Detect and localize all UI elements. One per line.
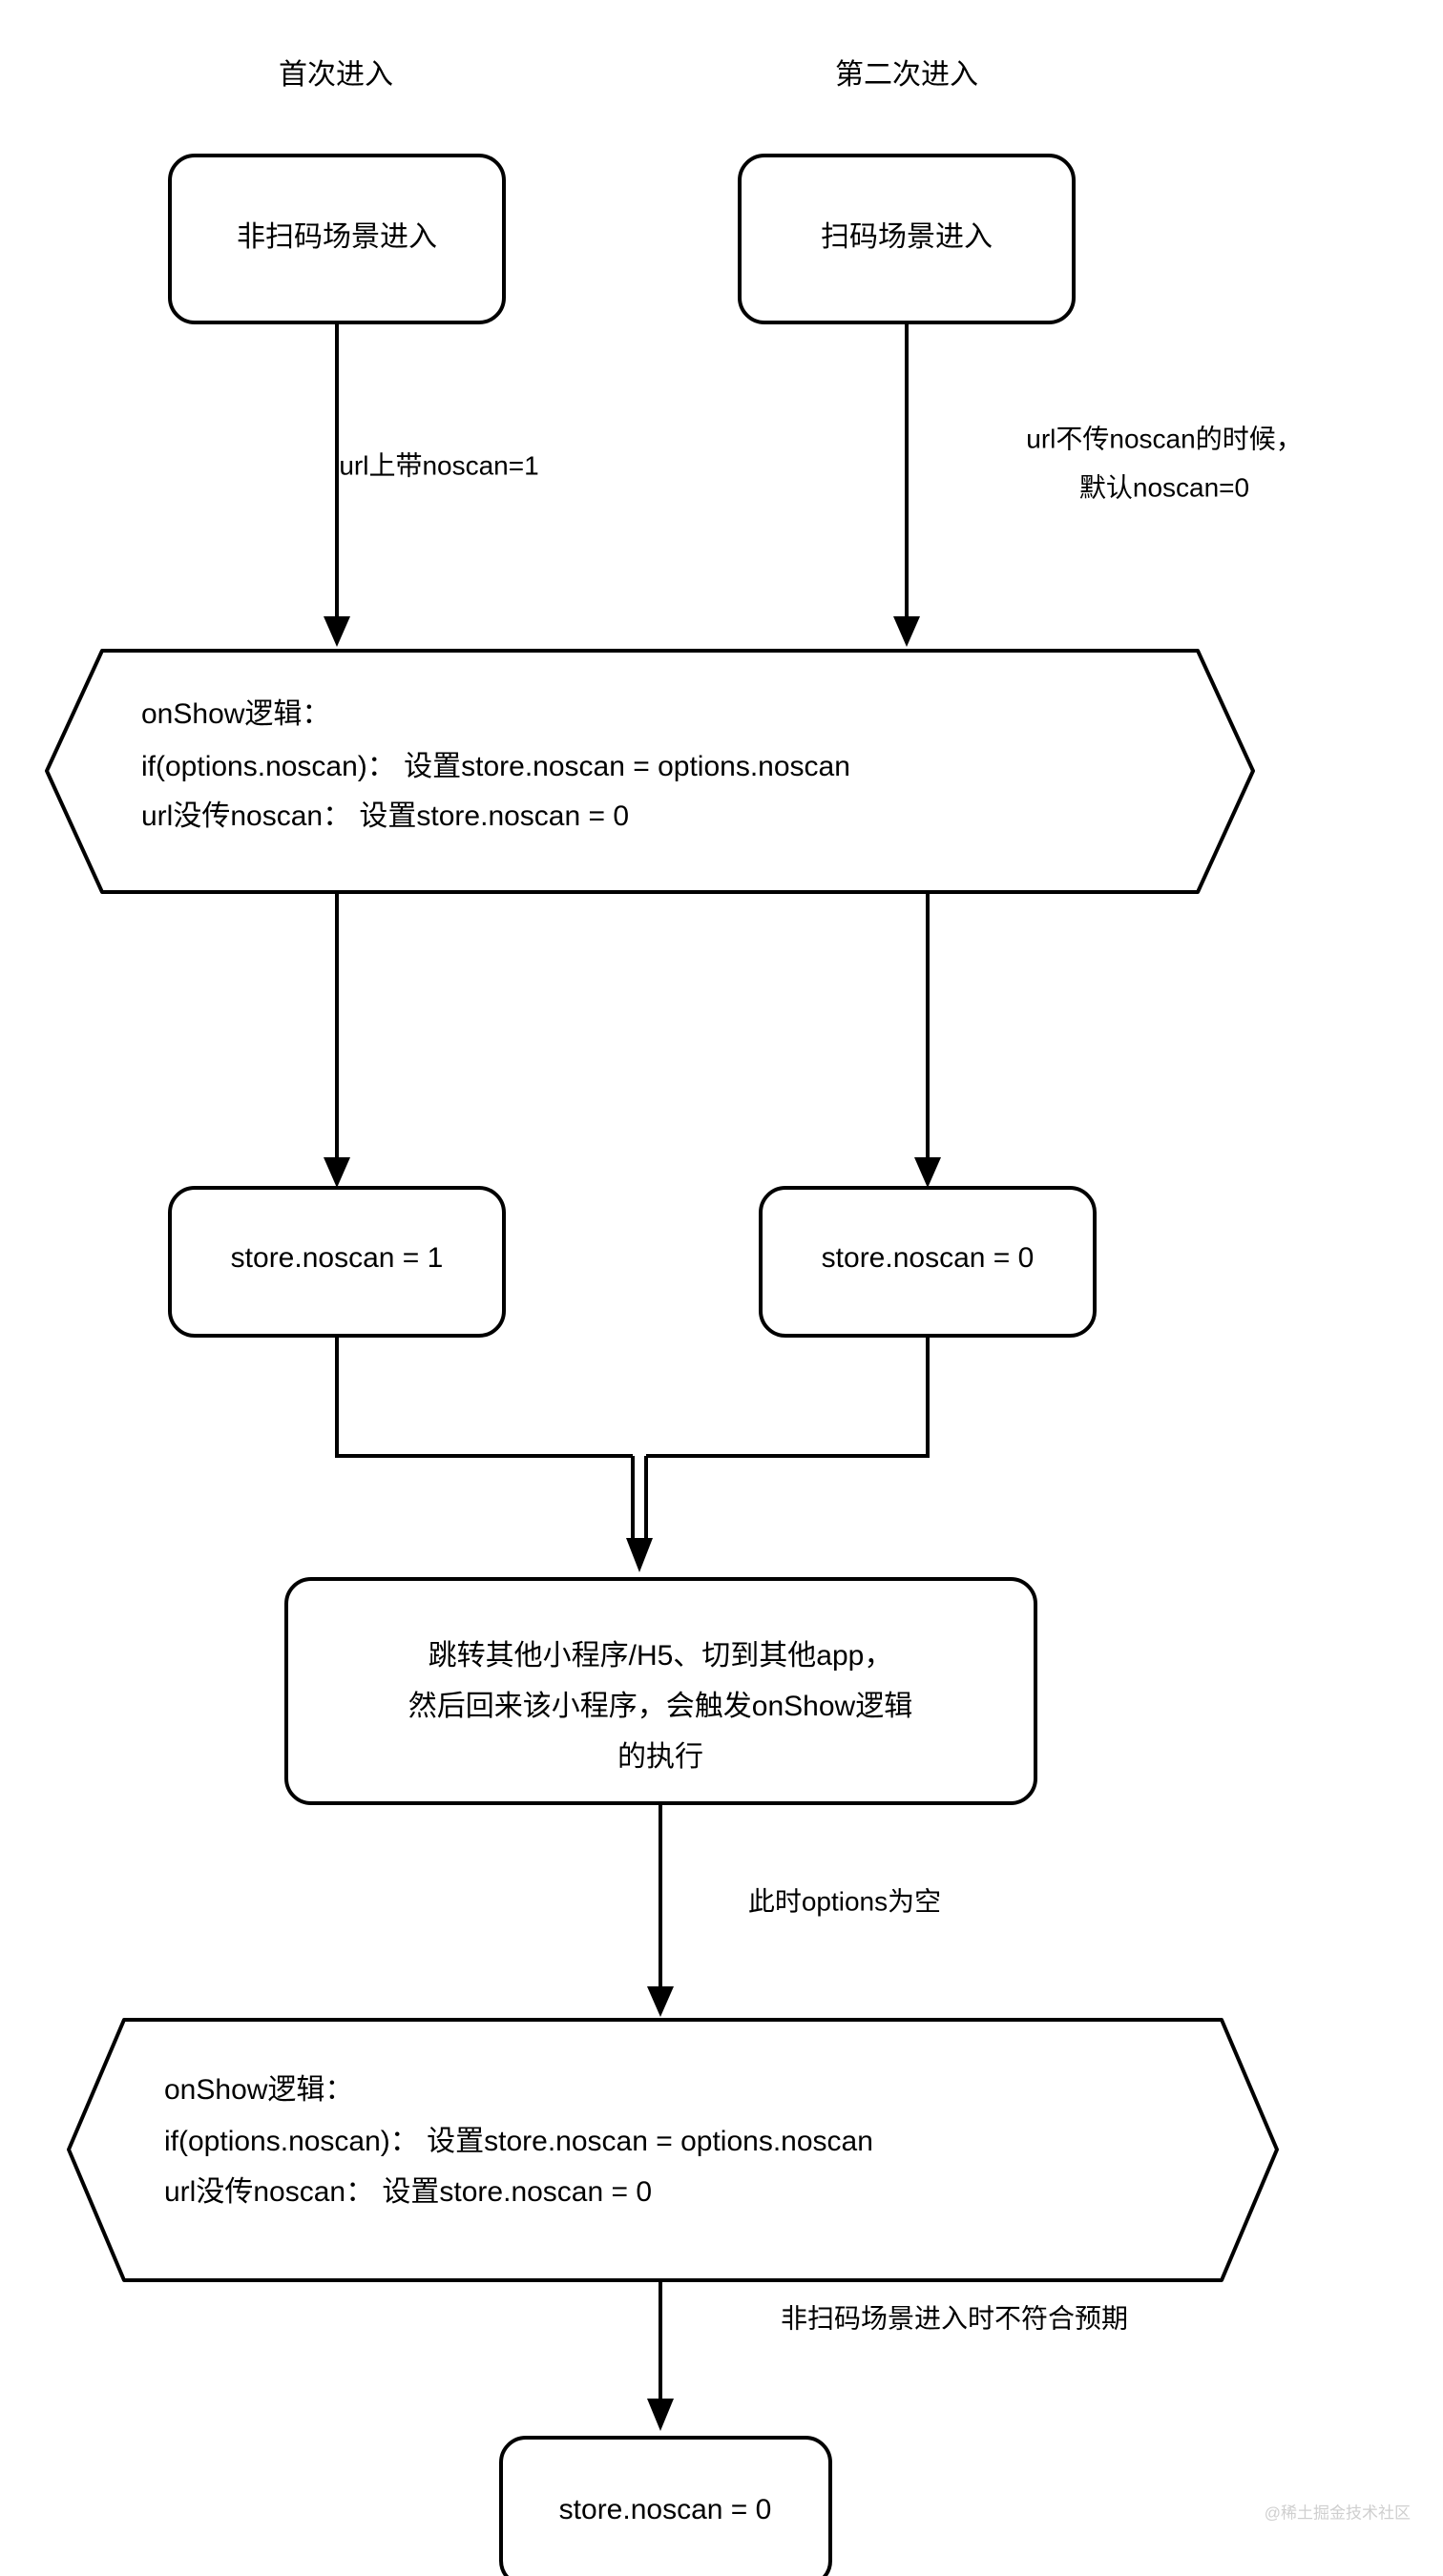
node-onshow-logic-1-line-3: url没传noscan： 设置store.noscan = 0 xyxy=(141,800,629,832)
edge-label-options-empty: 此时options为空 xyxy=(748,1886,941,1916)
node-store-noscan-1-label: store.noscan = 1 xyxy=(231,1242,444,1274)
node-onshow-logic-2-line-3: url没传noscan： 设置store.noscan = 0 xyxy=(164,2176,652,2208)
edge-store0-to-merge xyxy=(646,1336,930,1458)
edge-merge-to-jump-arrowhead xyxy=(626,1538,653,1572)
node-onshow-logic-1-line-1: onShow逻辑： xyxy=(141,698,330,730)
node-onshow-logic-2[interactable] xyxy=(67,2018,1279,2282)
edge-label-url-without-noscan-line2: 默认noscan=0 xyxy=(1079,472,1249,502)
edge-label-url-without-noscan-line1: url不传noscan的时候， xyxy=(1026,424,1302,453)
node-store-noscan-0-mid-label: store.noscan = 0 xyxy=(822,1242,1035,1274)
edge-label-not-expected: 非扫码场景进入时不符合预期 xyxy=(781,2303,1128,2333)
watermark-label: @稀土掘金技术社区 xyxy=(1265,2503,1411,2522)
edge-onshow2-to-store-final-arrowhead xyxy=(647,2399,674,2431)
edge-jump-to-onshow2-arrowhead xyxy=(647,1986,674,2017)
node-scan-entry-label: 扫码场景进入 xyxy=(821,221,993,253)
node-store-noscan-0-final[interactable] xyxy=(499,2436,832,2576)
node-jump-back-line-2: 然后回来该小程序，会触发onShow逻辑 xyxy=(408,1691,912,1722)
node-store-noscan-0-final-label: store.noscan = 0 xyxy=(559,2494,772,2525)
column-title-second-entry: 第二次进入 xyxy=(835,59,978,91)
edge-onshow1-to-store1-arrowhead xyxy=(324,1157,350,1188)
node-onshow-logic-1[interactable] xyxy=(45,649,1255,894)
node-non-scan-entry-label: 非扫码场景进入 xyxy=(237,221,437,253)
node-jump-back-line-3: 的执行 xyxy=(617,1741,703,1773)
edge-store1-to-merge xyxy=(335,1336,633,1458)
node-onshow-logic-2-line-2: if(options.noscan)： 设置store.noscan = opt… xyxy=(164,2126,873,2157)
node-onshow-logic-2-line-1: onShow逻辑： xyxy=(164,2074,353,2106)
edge-non-scan-to-onshow1-arrowhead xyxy=(324,616,350,647)
node-jump-back-line-1: 跳转其他小程序/H5、切到其他app， xyxy=(429,1640,893,1672)
column-title-first-entry: 首次进入 xyxy=(279,59,393,91)
edge-onshow1-to-store0-arrowhead xyxy=(914,1157,941,1188)
node-onshow-logic-1-line-2: if(options.noscan)： 设置store.noscan = opt… xyxy=(141,751,850,782)
edge-label-url-with-noscan: url上带noscan=1 xyxy=(339,450,538,480)
edge-scan-to-onshow1-arrowhead xyxy=(893,616,920,647)
